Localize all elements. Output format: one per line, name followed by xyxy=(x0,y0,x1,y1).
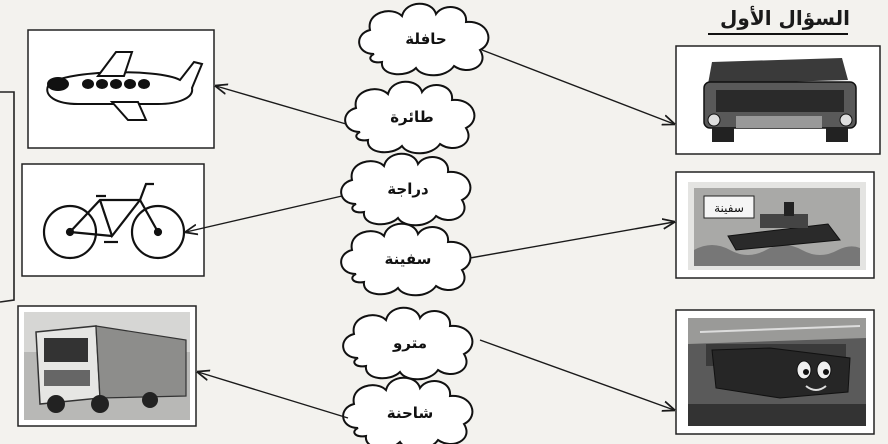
arrow-truck xyxy=(198,372,349,419)
word-plane: طائرة xyxy=(390,108,434,126)
arrow-plane xyxy=(216,86,347,125)
arrow-metro xyxy=(479,339,674,410)
word-bicycle: دراجة xyxy=(387,180,429,198)
word-bus: حافلة xyxy=(405,30,447,48)
word-metro: مترو xyxy=(392,334,428,352)
ship-sign-text: سفينة xyxy=(714,201,744,215)
arrow-bus xyxy=(481,49,674,124)
word-ship: سفينة xyxy=(384,250,432,268)
left-margin-bracket xyxy=(0,91,15,303)
metro-train-icon xyxy=(688,318,866,426)
frame-bicycle xyxy=(21,163,205,277)
arrow-ship xyxy=(469,222,674,259)
arrow-bicycle xyxy=(186,195,343,232)
question-title: السؤال الأول xyxy=(720,6,850,30)
airplane-icon xyxy=(46,51,204,121)
truck-icon xyxy=(24,312,190,420)
bus-icon xyxy=(688,54,870,146)
word-truck: شاحنة xyxy=(386,404,434,422)
ship-icon: سفينة xyxy=(688,182,866,270)
